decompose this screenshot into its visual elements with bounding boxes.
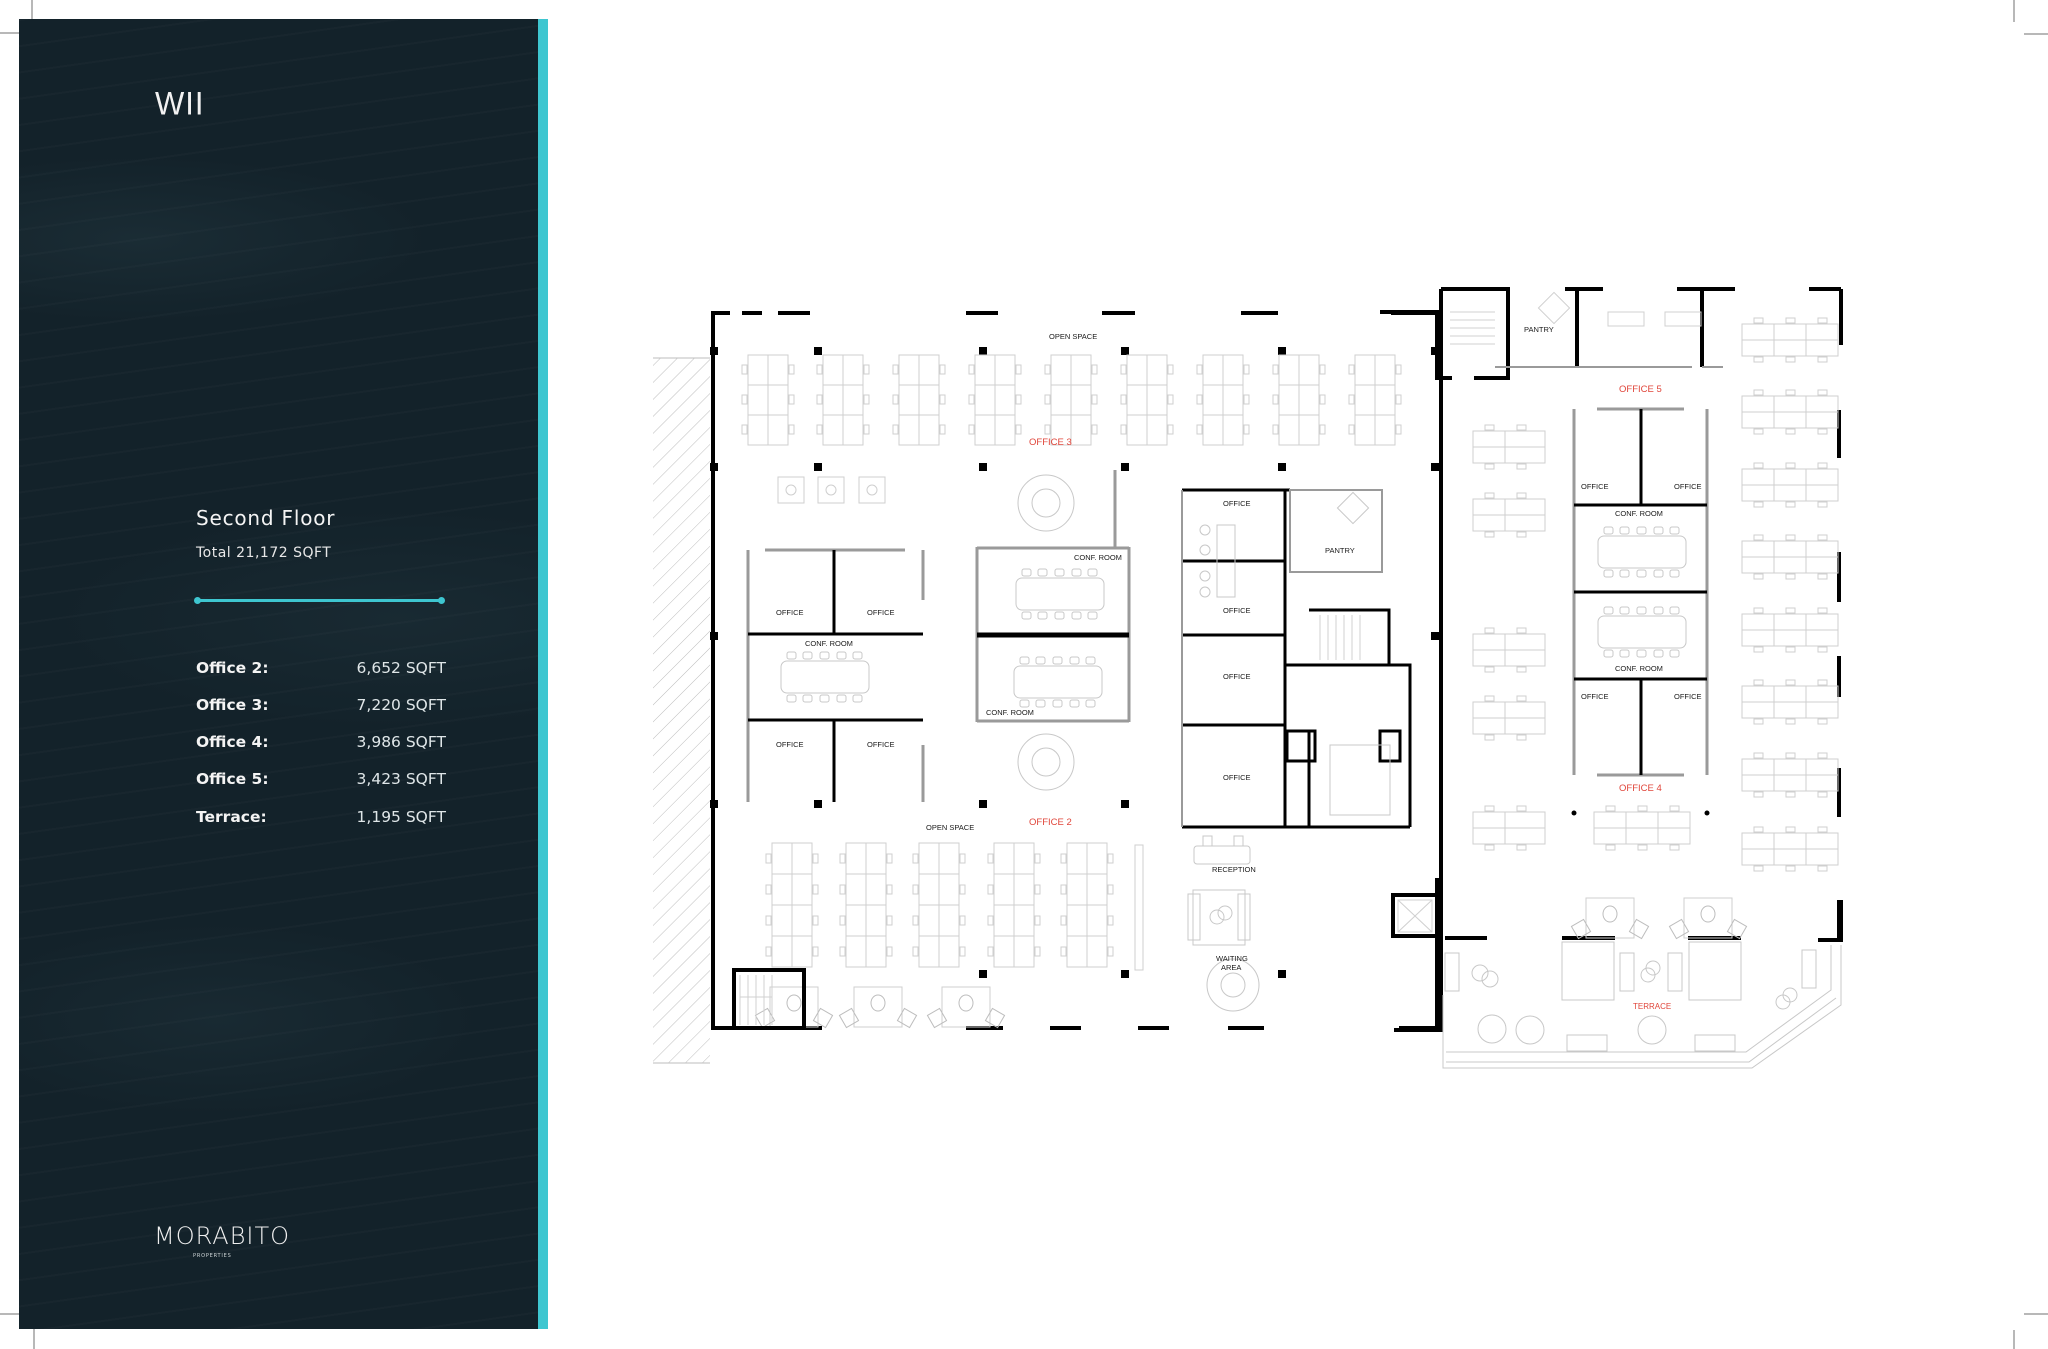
area-value: 3,986 SQFT [356, 733, 446, 751]
room-label-open-space: OPEN SPACE [926, 823, 974, 832]
room-label-office: OFFICE [867, 740, 895, 749]
zone-label-terrace: TERRACE [1633, 1002, 1671, 1011]
room-label-conf-room: CONF. ROOM [805, 639, 853, 648]
area-label: Office 4: [196, 733, 269, 751]
room-label-conf-room: CONF. ROOM [986, 708, 1034, 717]
area-label: Office 3: [196, 696, 269, 714]
room-label-office: OFFICE [1223, 606, 1251, 615]
area-value: 6,652 SQFT [356, 659, 446, 677]
zone-label-office-4: OFFICE 4 [1619, 783, 1662, 794]
room-label-office: OFFICE [776, 740, 804, 749]
room-label-office: OFFICE [1223, 499, 1251, 508]
crop-mark [2013, 0, 2015, 22]
zone-label-office-5: OFFICE 5 [1619, 384, 1662, 395]
area-row-terrace: Terrace: 1,195 SQFT [196, 806, 446, 828]
area-value: 7,220 SQFT [356, 696, 446, 714]
crop-mark [0, 1313, 22, 1315]
zone-label-office-3: OFFICE 3 [1029, 437, 1072, 448]
room-label-reception: RECEPTION [1212, 865, 1256, 874]
room-label-office: OFFICE [1674, 482, 1702, 491]
area-value: 1,195 SQFT [356, 808, 446, 826]
monogram-logo: WII [155, 85, 205, 122]
crop-mark [33, 1328, 35, 1349]
room-label-conf-room: CONF. ROOM [1615, 664, 1663, 673]
crop-mark [0, 32, 22, 34]
area-row-office-5: Office 5: 3,423 SQFT [196, 768, 446, 790]
accent-strip [538, 19, 548, 1329]
area-row-office-2: Office 2: 6,652 SQFT [196, 657, 446, 679]
room-label-office: OFFICE [1674, 692, 1702, 701]
zone-label-office-2: OFFICE 2 [1029, 817, 1072, 828]
area-label: Office 5: [196, 770, 269, 788]
room-label-area: AREA [1221, 963, 1241, 972]
area-row-office-4: Office 4: 3,986 SQFT [196, 731, 446, 753]
room-label-office: OFFICE [1223, 672, 1251, 681]
floor-total: Total 21,172 SQFT [196, 545, 332, 561]
area-label: Office 2: [196, 659, 269, 677]
company-logo: MORABITO [154, 1222, 291, 1250]
room-label-conf-room: CONF. ROOM [1074, 553, 1122, 562]
area-row-office-3: Office 3: 7,220 SQFT [196, 694, 446, 716]
room-label-pantry: PANTRY [1524, 325, 1554, 334]
crop-mark [2013, 1330, 2015, 1349]
room-label-pantry: PANTRY [1325, 546, 1355, 555]
room-label-office: OFFICE [1581, 482, 1609, 491]
room-label-office: OFFICE [867, 608, 895, 617]
room-label-office: OFFICE [776, 608, 804, 617]
area-label: Terrace: [196, 808, 267, 826]
floor-title: Second Floor [196, 506, 336, 530]
room-label-office: OFFICE [1223, 773, 1251, 782]
info-panel [19, 19, 538, 1329]
crop-mark [31, 0, 33, 22]
room-label-open-space: OPEN SPACE [1049, 332, 1097, 341]
area-value: 3,423 SQFT [356, 770, 446, 788]
crop-mark [2024, 33, 2048, 35]
room-label-office: OFFICE [1581, 692, 1609, 701]
company-subtitle: PROPERTIES [193, 1253, 232, 1259]
room-label-waiting: WAITING [1216, 954, 1248, 963]
room-label-conf-room: CONF. ROOM [1615, 509, 1663, 518]
accent-divider [194, 597, 445, 604]
crop-mark [2024, 1313, 2048, 1315]
